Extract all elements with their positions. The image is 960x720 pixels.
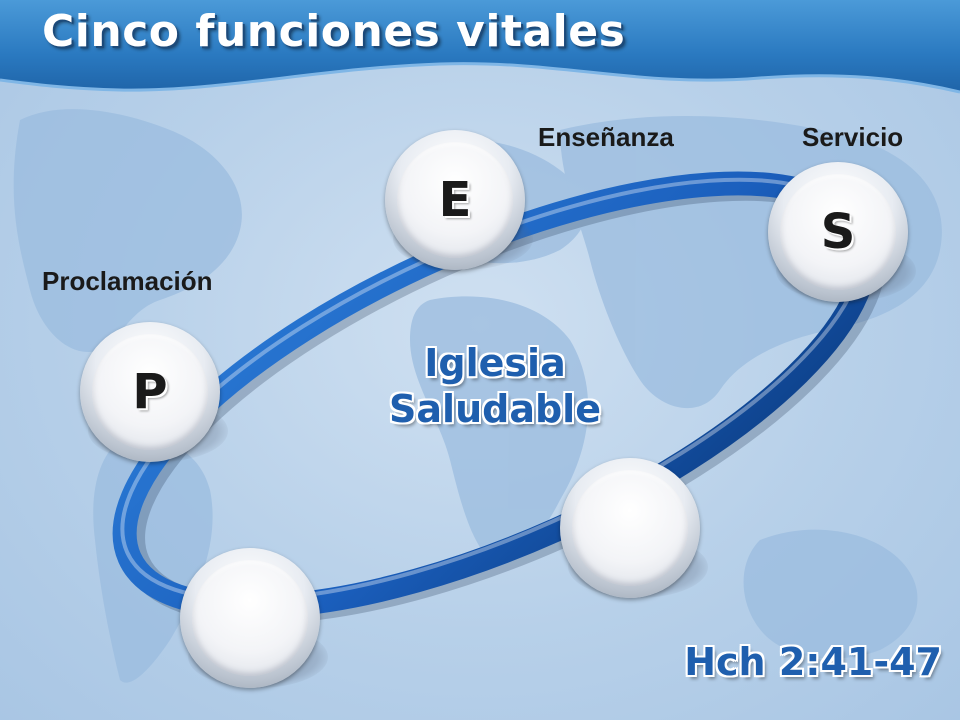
node-blank-left: [180, 548, 328, 688]
header-banner: [0, 0, 960, 94]
slide-title: Cinco funciones vitales: [42, 6, 626, 57]
node-blank-right: [560, 458, 708, 598]
node-letter-s: S: [820, 204, 856, 260]
node-face: [780, 174, 896, 290]
node-letter-e: E: [438, 172, 472, 228]
label-ensenanza: Enseñanza: [538, 122, 674, 152]
node-letter-blank: [180, 548, 320, 688]
node-face: [572, 470, 688, 586]
scripture-reference: Hch 2:41-47: [684, 640, 942, 684]
node-face: [92, 334, 208, 450]
node-letter-blank: [560, 458, 700, 598]
center-caption: Iglesia Saludable: [330, 340, 660, 432]
node-face: [397, 142, 513, 258]
center-caption-line2: Saludable: [389, 387, 601, 431]
node-letter-p: P: [132, 364, 168, 420]
node-ensenanza: E: [385, 130, 533, 270]
center-caption-line1: Iglesia: [424, 341, 566, 385]
node-servicio: S: [768, 162, 916, 302]
node-proclamacion: P: [80, 322, 228, 462]
label-servicio: Servicio: [802, 122, 904, 152]
node-face: [192, 560, 308, 676]
label-proclamacion: Proclamación: [42, 266, 213, 296]
